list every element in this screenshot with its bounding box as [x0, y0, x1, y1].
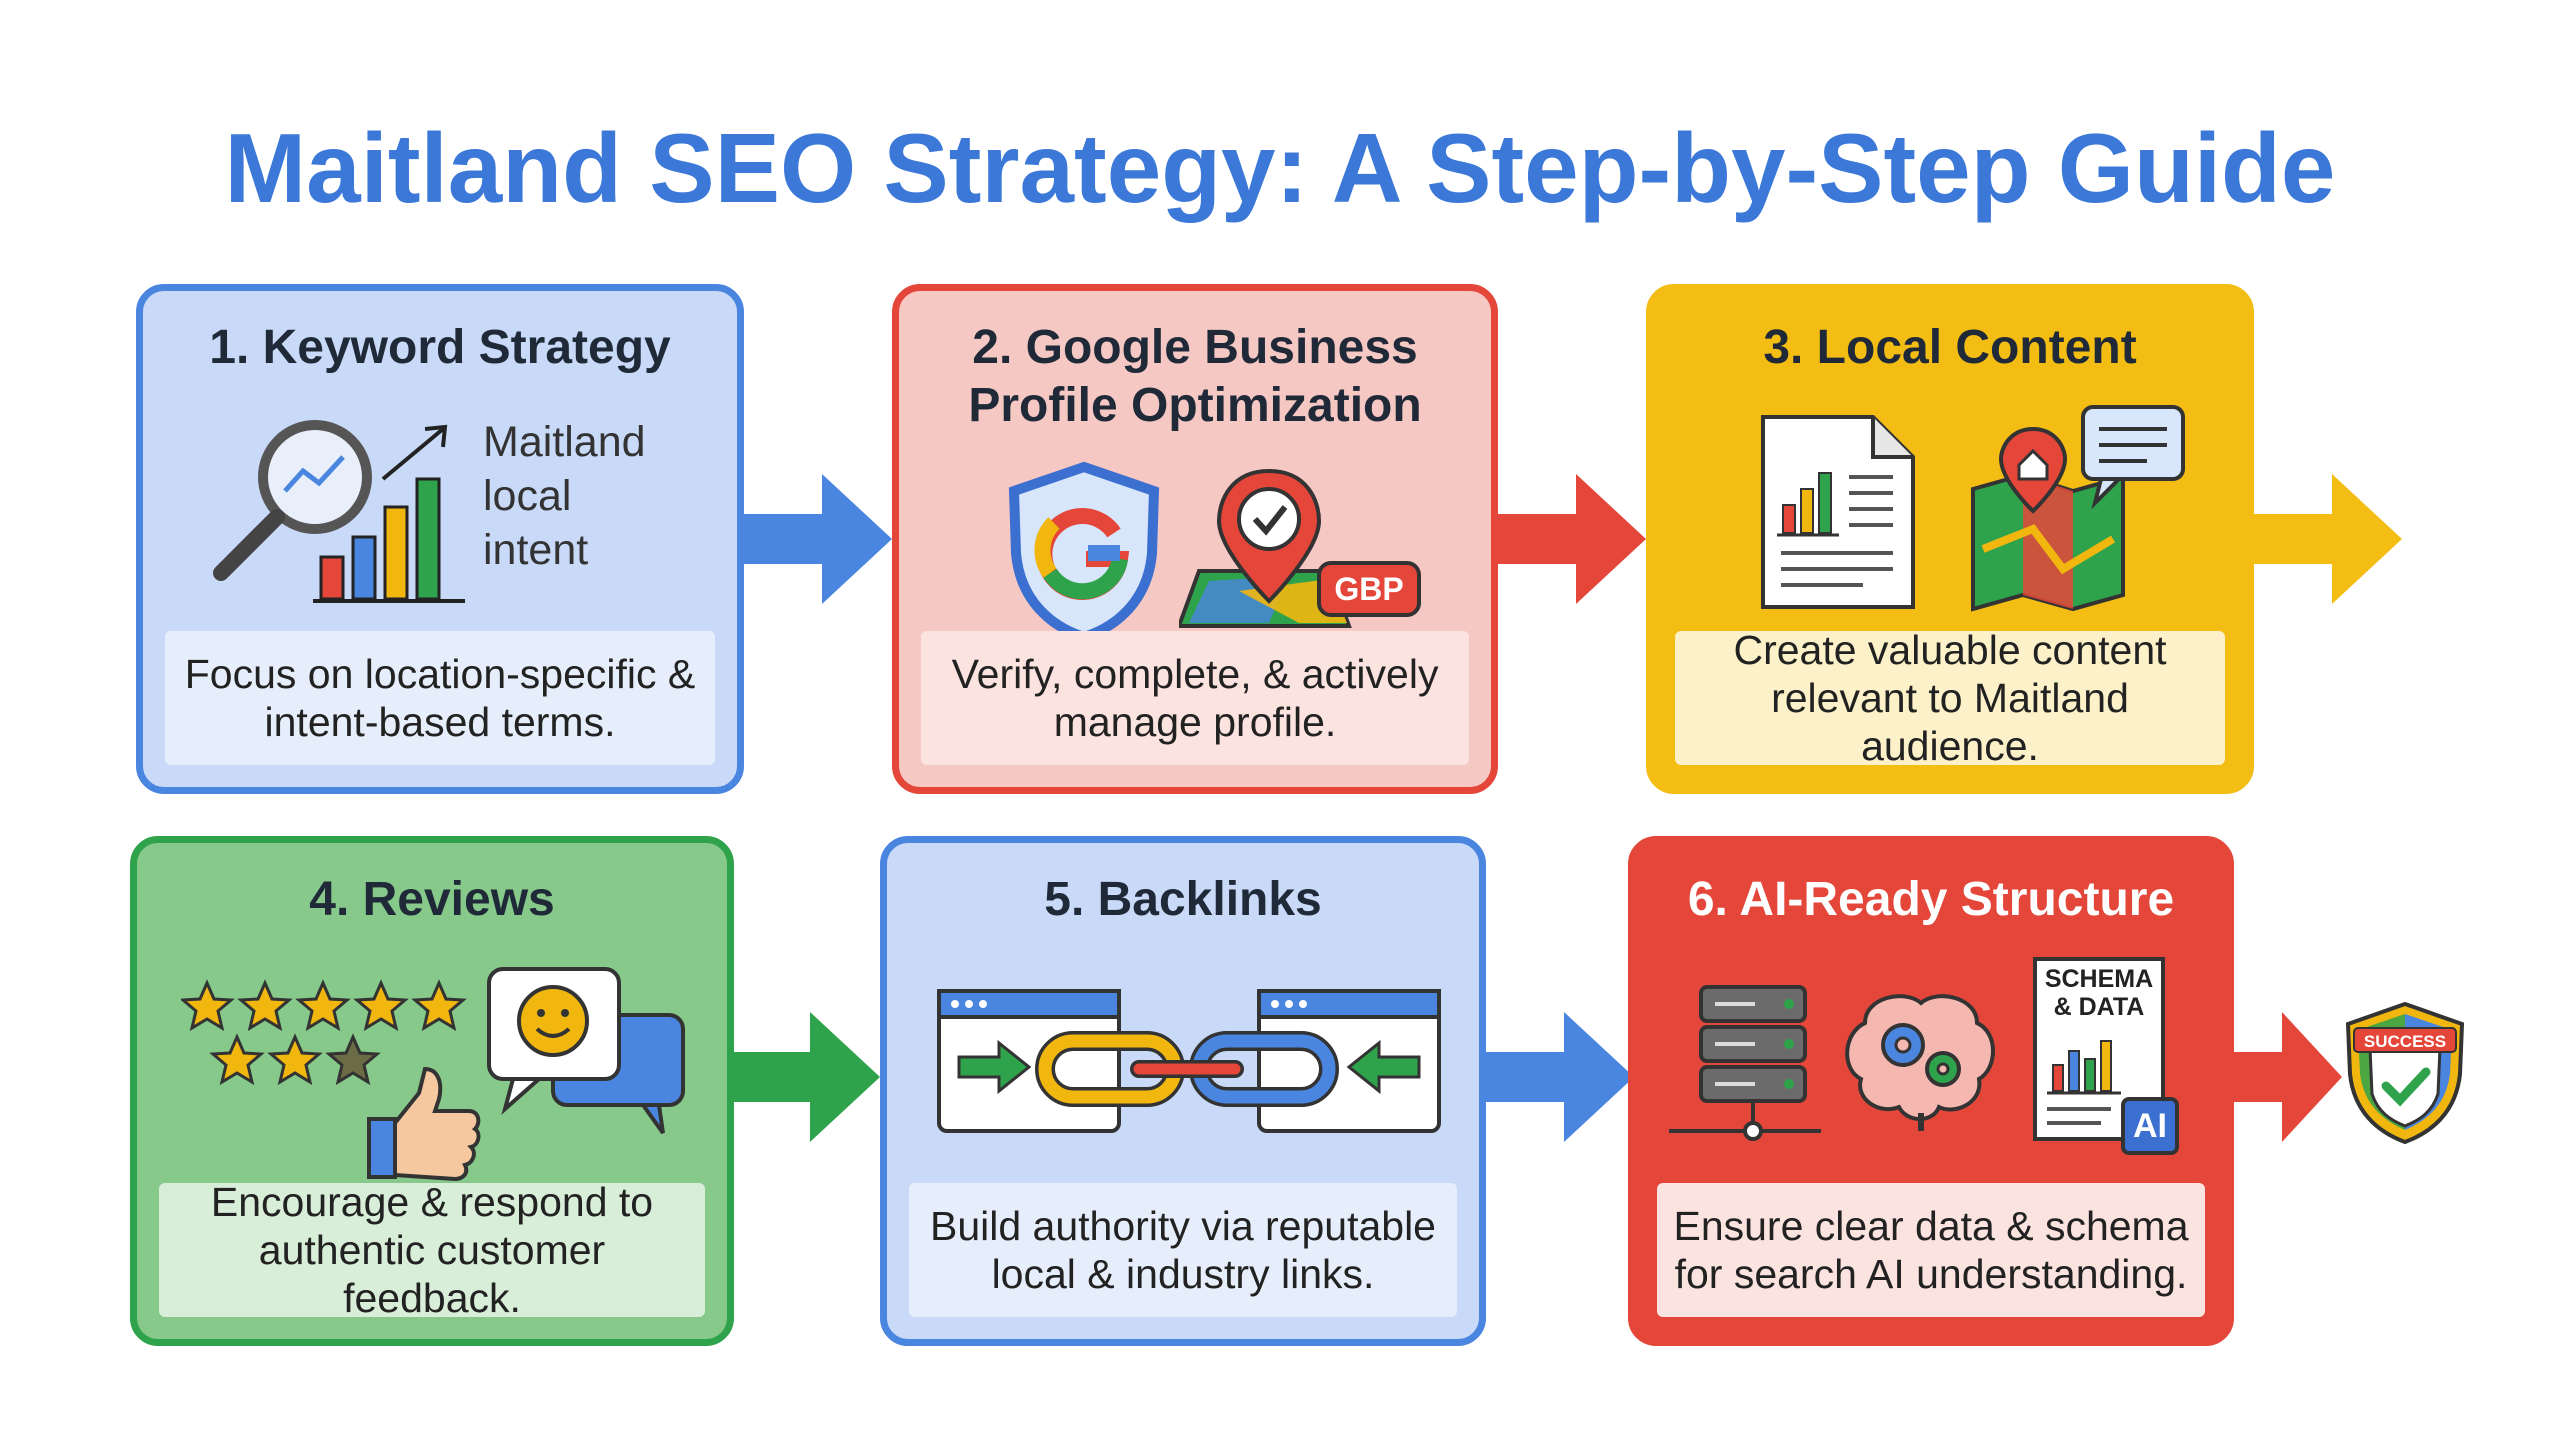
google-shield-icon	[1008, 461, 1160, 641]
step-title: 2. Google Business Profile Optimization	[899, 319, 1491, 435]
keyword-illustration-text: Maitland local intent	[483, 415, 703, 577]
keyword-word: local	[483, 472, 572, 520]
step-card-ai-ready-structure: 6. AI-Ready Structure SCHEMA & DATA	[1628, 836, 2234, 1346]
stars-icon	[181, 979, 467, 1086]
server-icon	[1669, 985, 1821, 1141]
brain-gears-icon	[1845, 994, 1995, 1131]
step-description: Focus on location-specific & intent-base…	[165, 631, 715, 765]
step-description: Create valuable content relevant to Mait…	[1675, 627, 2225, 769]
arrow-right-icon	[2232, 1012, 2342, 1142]
step-title: 5. Backlinks	[1044, 873, 1322, 926]
step-description: Verify, complete, & actively manage prof…	[921, 631, 1469, 765]
page-title: Maitland SEO Strategy: A Step-by-Step Gu…	[224, 113, 2336, 223]
step-description: Ensure clear data & schema for search AI…	[1657, 1183, 2205, 1317]
arrow-right-icon	[742, 474, 892, 604]
step-description: Build authority via reputable local & in…	[909, 1183, 1457, 1317]
magnifier-chart-icon	[213, 420, 465, 603]
step-card-backlinks: 5. Backlinks Build authority via reputab…	[880, 836, 1486, 1346]
arrow-right-icon	[730, 1012, 880, 1142]
success-badge: SUCCESS	[2363, 1032, 2447, 1051]
step-title-line: Profile Optimization	[968, 379, 1422, 432]
chat-bubbles-icon	[487, 967, 685, 1135]
success-shield-icon	[2345, 1001, 2465, 1145]
chain-link-icon	[937, 989, 1441, 1133]
step-title: 4. Reviews	[309, 873, 555, 926]
step-description: Encourage & respond to authentic custome…	[159, 1179, 705, 1321]
keyword-word: Maitland	[483, 418, 646, 466]
schema-document-icon	[2033, 957, 2179, 1155]
schema-doc-label: SCHEMA & DATA	[2035, 965, 2163, 1021]
arrow-right-icon	[1484, 1012, 1634, 1142]
document-chart-icon	[1761, 415, 1915, 609]
step-card-local-content: 3. Local Content Create valuable content…	[1646, 284, 2254, 794]
step-card-google-business-profile: 2. Google Business Profile Optimization …	[892, 284, 1498, 794]
step-title: 1. Keyword Strategy	[209, 321, 671, 374]
arrow-right-icon	[1496, 474, 1646, 604]
step-card-reviews: 4. Reviews Encourage & respond to authen…	[130, 836, 734, 1346]
arrow-right-icon	[2252, 474, 2402, 604]
keyword-word: intent	[483, 526, 589, 574]
schema-label-line: SCHEMA	[2044, 965, 2154, 993]
thumbs-up-icon	[367, 1066, 481, 1182]
step-title-line: 2. Google Business	[972, 321, 1418, 374]
ai-badge: AI	[2133, 1107, 2167, 1145]
step-card-keyword-strategy: 1. Keyword Strategy Maitland local inten…	[136, 284, 744, 794]
schema-label-line: & DATA	[2053, 993, 2145, 1021]
step-title: 3. Local Content	[1763, 321, 2137, 374]
gbp-badge: GBP	[1334, 571, 1404, 607]
map-chat-icon	[1971, 405, 2185, 612]
map-pin-icon	[1179, 468, 1421, 628]
step-title: 6. AI-Ready Structure	[1687, 873, 2175, 926]
